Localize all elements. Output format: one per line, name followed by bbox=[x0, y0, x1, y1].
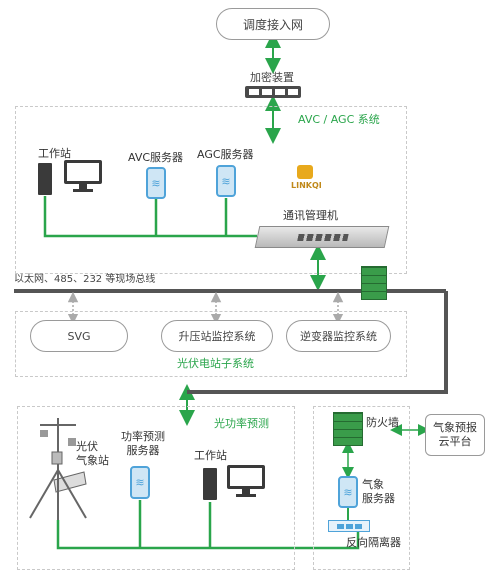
inverter-monitor-node: 逆变器监控系统 bbox=[286, 320, 391, 352]
agc-server-icon: ≋ bbox=[216, 165, 236, 197]
firewall-icon bbox=[333, 412, 363, 446]
dispatch-network-label: 调度接入网 bbox=[242, 17, 303, 32]
comm-manager-label: 通讯管理机 bbox=[283, 209, 338, 222]
dispatch-network-node: 调度接入网 bbox=[216, 8, 330, 40]
svg-label: SVG bbox=[67, 329, 91, 343]
pv-subsystem-zone bbox=[15, 311, 407, 377]
avc-bus bbox=[43, 196, 257, 238]
forecast-workstation-label: 工作站 bbox=[194, 449, 227, 462]
cloud-platform-node: 气象预报 云平台 bbox=[425, 414, 485, 456]
forecast-server-label: 功率预测 服务器 bbox=[121, 430, 165, 457]
firewall-label: 防火墙 bbox=[366, 416, 399, 429]
weather-server-zone bbox=[313, 406, 410, 570]
forecast-bus bbox=[56, 520, 360, 550]
linkqi-brand-label: LINKQI bbox=[291, 181, 322, 190]
weather-server-icon: ≋ bbox=[338, 476, 358, 508]
booster-monitor-label: 升压站监控系统 bbox=[178, 330, 256, 343]
forecast-workstation-monitor-icon bbox=[227, 465, 267, 501]
avc-agc-zone bbox=[15, 106, 407, 274]
fieldbus-firewall-icon bbox=[361, 266, 387, 300]
reverse-isolator-icon bbox=[328, 520, 370, 532]
encryption-device-label: 加密装置 bbox=[250, 71, 294, 84]
workstation-monitor-icon bbox=[64, 160, 104, 196]
inverter-monitor-label: 逆变器监控系统 bbox=[300, 330, 377, 343]
weather-server-label: 气象 服务器 bbox=[362, 478, 395, 505]
booster-monitor-node: 升压站监控系统 bbox=[161, 320, 273, 352]
forecast-server-icon: ≋ bbox=[130, 466, 150, 499]
reverse-isolator-label: 反向隔离器 bbox=[346, 536, 401, 549]
fieldbus-drop bbox=[187, 291, 448, 394]
avc-agc-zone-title: AVC / AGC 系统 bbox=[298, 113, 380, 126]
forecast-workstation-tower-icon bbox=[203, 468, 217, 500]
linkqi-logo-icon bbox=[297, 165, 313, 179]
pv-subsystem-title: 光伏电站子系统 bbox=[177, 357, 254, 370]
weather-station-label: 光伏 气象站 bbox=[76, 440, 109, 467]
avc-workstation-label: 工作站 bbox=[38, 147, 71, 160]
workstation-tower-icon bbox=[38, 163, 52, 195]
fieldbus-label: 以太网、485、232 等现场总线 bbox=[14, 274, 156, 285]
avc-server-label: AVC服务器 bbox=[128, 151, 184, 164]
cloud-platform-label: 气象预报 云平台 bbox=[433, 421, 477, 448]
avc-server-icon: ≋ bbox=[146, 167, 166, 199]
agc-server-label: AGC服务器 bbox=[197, 148, 254, 161]
forecast-zone bbox=[17, 406, 295, 570]
svg-node: SVG bbox=[30, 320, 128, 352]
forecast-zone-title: 光功率预测 bbox=[214, 417, 269, 430]
encryption-device-icon bbox=[245, 86, 301, 98]
